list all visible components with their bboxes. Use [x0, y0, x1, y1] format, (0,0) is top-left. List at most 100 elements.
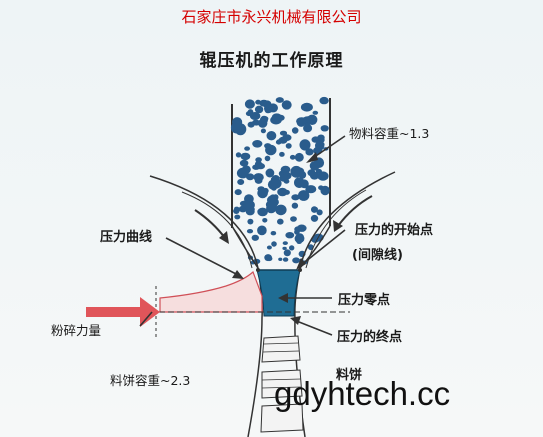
label-cake-density: 料饼容重~2.3 [110, 373, 191, 388]
material-particle [265, 168, 275, 178]
material-particle [243, 200, 255, 210]
material-particle [245, 173, 255, 181]
material-particle [271, 113, 282, 121]
material-particle [279, 174, 290, 182]
material-particle [285, 143, 292, 149]
material-particle [244, 146, 251, 151]
material-particle [249, 112, 261, 120]
leader-pressure-curve-arrowhead [232, 270, 244, 279]
material-particle [247, 121, 255, 128]
pressure-curve [159, 270, 263, 313]
leader-pressure-curve [165, 237, 241, 277]
material-particle [257, 225, 267, 236]
watermark-text: gdyhtech.cc [274, 375, 451, 412]
material-particle [267, 179, 279, 190]
material-particle [266, 131, 277, 141]
right-roller-inner-arc [305, 189, 367, 269]
leader-lines [139, 135, 346, 336]
right-rotation-arrowhead [333, 220, 343, 232]
material-particle [289, 245, 295, 251]
material-particle [311, 206, 319, 212]
material-particle [257, 188, 268, 199]
material-particle [320, 125, 329, 132]
label-pressure-start: 压力的开始点 [355, 223, 434, 238]
material-particle [309, 171, 318, 178]
material-particle [266, 245, 272, 250]
leader-material-arrowhead [306, 152, 318, 163]
material-particle [244, 99, 255, 109]
material-particle [270, 231, 277, 236]
material-particle [282, 134, 292, 142]
material-particle [251, 234, 259, 241]
left-rotation-arrowhead [219, 231, 229, 244]
material-particle [260, 128, 266, 134]
material-particle [319, 96, 329, 105]
material-particle [315, 168, 322, 174]
material-particle [317, 171, 329, 181]
material-particle [237, 179, 245, 185]
label-gap-line: (间隙线) [352, 248, 403, 263]
material-particle [299, 139, 311, 151]
material-particle [247, 218, 254, 225]
material-particle [309, 161, 320, 171]
material-particle [255, 157, 262, 163]
material-particle [255, 162, 265, 170]
material-particle [283, 249, 291, 257]
material-particle [282, 241, 288, 246]
material-particle [258, 118, 268, 128]
material-particle [271, 241, 277, 247]
material-particle [279, 151, 285, 157]
material-particle [257, 207, 268, 217]
material-particle [282, 257, 289, 262]
material-particle [305, 148, 314, 156]
material-particle [264, 155, 271, 162]
material-particle [290, 216, 297, 222]
material-particle [291, 127, 299, 134]
material-particle [310, 214, 319, 222]
material-particle [298, 190, 310, 201]
material-particle [318, 185, 324, 190]
material-particle [275, 97, 284, 103]
material-particle [277, 187, 288, 197]
material-particle [293, 167, 305, 175]
material-particle [234, 214, 241, 220]
material-particle [254, 105, 264, 114]
material-particle [232, 117, 243, 128]
material-particles [230, 96, 330, 265]
material-particle [262, 100, 272, 108]
material-particle [233, 208, 240, 215]
material-particle [240, 152, 251, 161]
material-particle [278, 257, 283, 261]
material-particle [292, 257, 300, 264]
material-particle [265, 144, 277, 156]
label-material-density: 物料容重~1.3 [349, 126, 430, 141]
leader-pressure-zero-arrowhead [278, 293, 288, 303]
material-particle [306, 114, 318, 126]
material-particle [281, 100, 292, 110]
leader-pressure-start-arrowhead [296, 258, 306, 270]
material-particle [317, 134, 325, 141]
material-particle [235, 152, 242, 158]
material-particle [312, 110, 319, 115]
material-particle [289, 154, 296, 160]
material-particle [316, 209, 323, 216]
leader-pressure-end-arrowhead [290, 316, 301, 325]
gap-point-left [256, 268, 260, 272]
material-particle [266, 201, 278, 210]
material-particle [264, 254, 272, 262]
material-particle [305, 185, 317, 194]
material-particle [296, 117, 306, 127]
crushing-force-arrow-shaft [86, 307, 144, 317]
material-particle [291, 202, 299, 209]
material-particle [315, 140, 325, 151]
label-crushing-force: 粉碎力量 [51, 323, 102, 338]
label-pressure-end: 压力的终点 [337, 330, 403, 345]
material-particle [296, 224, 307, 232]
material-particle [241, 165, 251, 174]
cake-segments [260, 335, 304, 433]
material-particle [255, 99, 261, 105]
material-particle [282, 246, 287, 250]
company-name: 石家庄市永兴机械有限公司 [181, 8, 362, 26]
material-particle [234, 189, 242, 196]
